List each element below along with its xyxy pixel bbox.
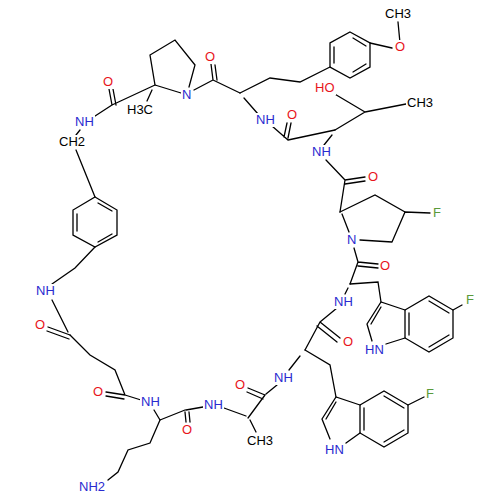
atom-label: HN xyxy=(364,343,385,357)
atom-label: NH2 xyxy=(78,480,106,494)
atom-label: N xyxy=(346,233,357,247)
atom-label: O xyxy=(181,423,193,437)
atom-label: N xyxy=(181,88,192,102)
atom-label: H3C xyxy=(126,103,154,117)
atom-label: O xyxy=(342,335,354,349)
atom-label: O xyxy=(34,318,46,332)
atom-label: NH xyxy=(311,145,332,159)
atom-label: O xyxy=(92,385,104,399)
atom-label: O xyxy=(204,50,216,64)
atom-label: NH xyxy=(35,284,56,298)
atom-label: CH3 xyxy=(406,96,434,110)
atom-label: NH xyxy=(333,295,354,309)
atom-label: O xyxy=(286,108,298,122)
atom-label: NH xyxy=(255,113,276,127)
atom-label: O xyxy=(234,378,246,392)
atom-label: O xyxy=(367,170,379,184)
atom-label: O xyxy=(394,40,406,54)
atom-label: F xyxy=(465,293,475,307)
atom-label: HO xyxy=(314,81,336,95)
atom-label: NH xyxy=(140,395,161,409)
atom-label: CH3 xyxy=(246,434,274,448)
atom-label: CH3 xyxy=(384,7,412,21)
atom-label: NH xyxy=(203,398,224,412)
atom-label: HN xyxy=(324,443,345,457)
atom-label: CH2 xyxy=(58,135,86,149)
atom-label: NH xyxy=(74,115,95,129)
atom-label: F xyxy=(425,387,435,401)
atom-label: F xyxy=(432,206,442,220)
atom-label: O xyxy=(379,259,391,273)
atom-label: O xyxy=(102,75,114,89)
atom-label: NH xyxy=(273,371,294,385)
